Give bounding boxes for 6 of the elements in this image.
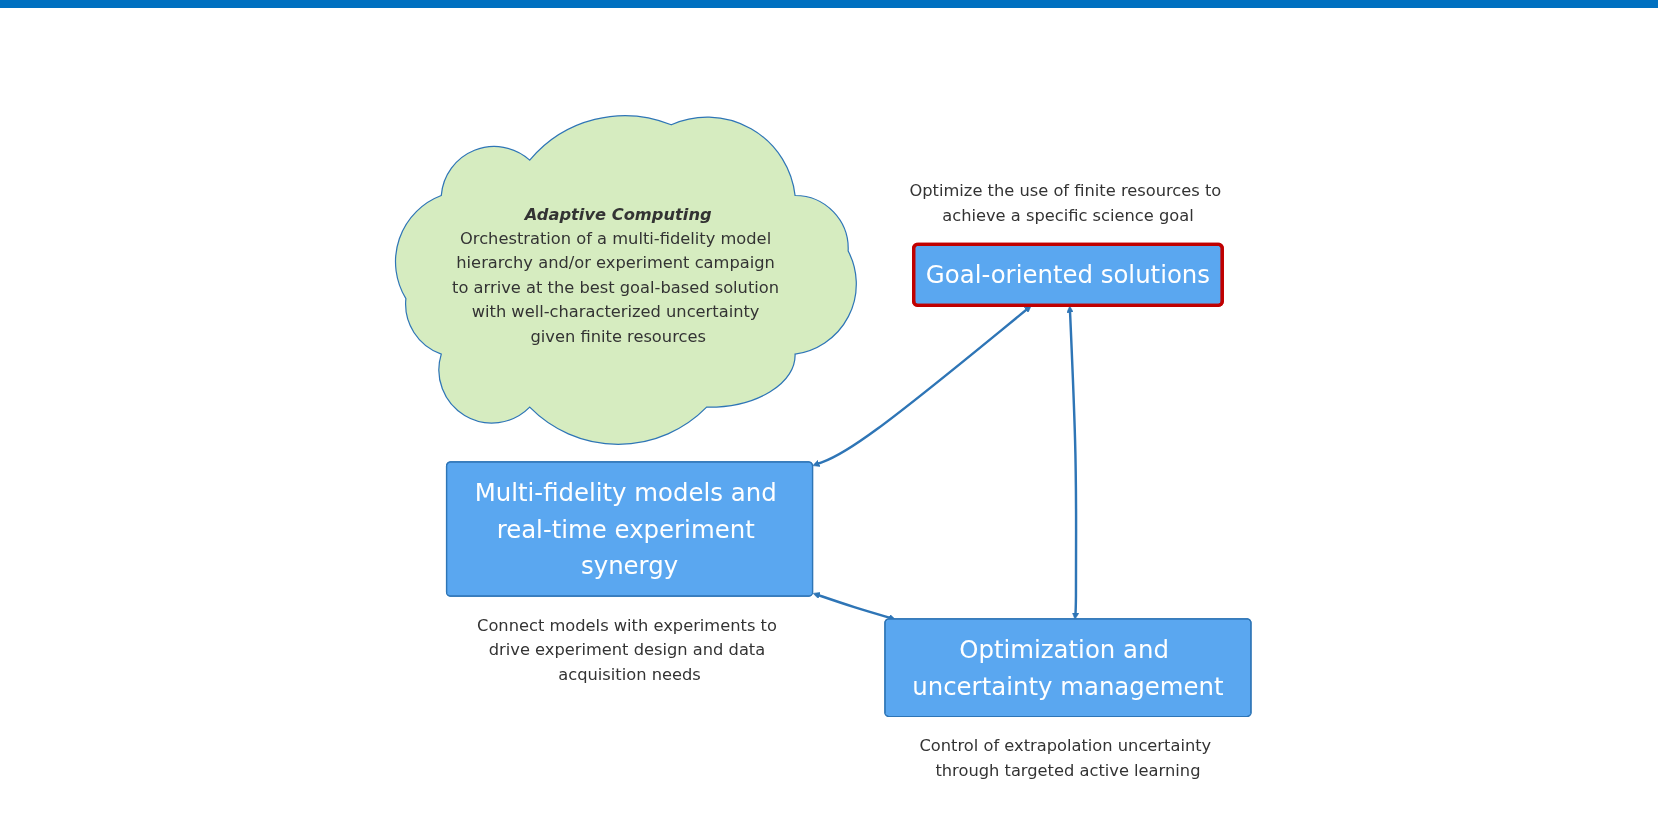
node-label: Optimize the use of finite resources to achieve a specific science goal (909, 180, 1221, 225)
arrow (812, 305, 1032, 467)
arrow (812, 592, 896, 621)
node-label: Control of extrapolation uncertainty through targeted active learning (919, 736, 1211, 780)
arrow (1066, 305, 1079, 620)
node-label: Connect models with experiments to drive experiment design and data acquisition needs (476, 615, 777, 684)
